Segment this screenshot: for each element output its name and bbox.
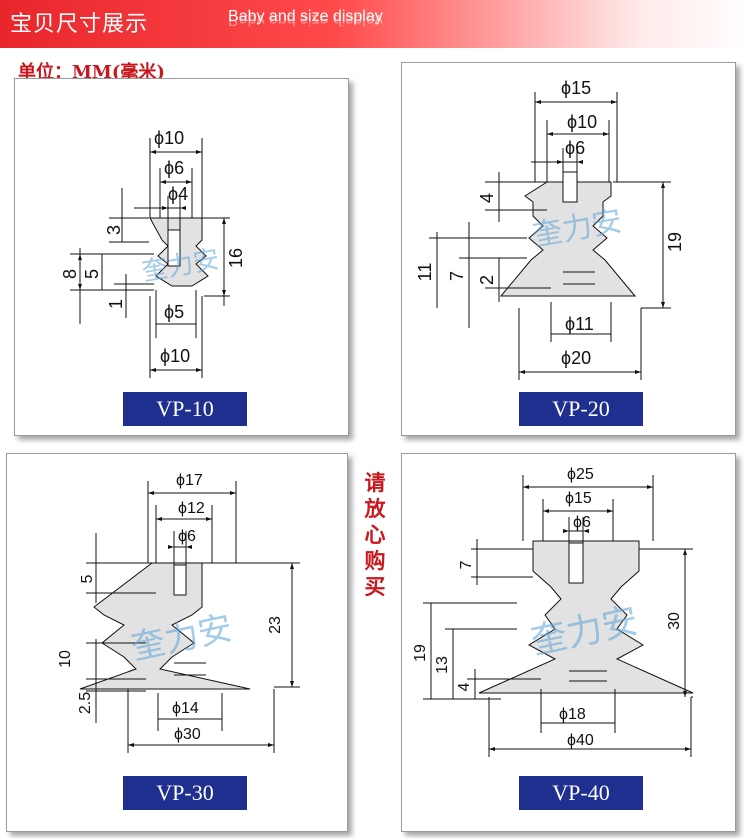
drawing-vp-20: 奎力安 ϕ15 ϕ10 ϕ6 ϕ11 ϕ20 4 19 11 7 2 (415, 78, 685, 380)
model-label-vp-10: VP-10 (123, 392, 247, 426)
dim-h-total: 23 (267, 616, 284, 634)
side-note-buy-with-confidence: 请 放 心 购 买 (362, 470, 388, 600)
model-label-vp-20: VP-20 (519, 392, 643, 426)
dim-h-mid: 5 (82, 269, 102, 279)
dim-d-bot1: ϕ5 (164, 302, 184, 322)
dim-h-small: 2 (477, 275, 497, 285)
dim-h-left: 19 (412, 644, 429, 662)
dim-h-mid: 7 (447, 271, 467, 281)
drawing-vp-10: 奎力安 ϕ10 ϕ6 ϕ4 ϕ5 ϕ10 3 16 8 5 1 (60, 128, 246, 378)
header-title: 宝贝尺寸展示 (10, 12, 149, 37)
drawing-vp-30: 奎力安 ϕ17 ϕ12 ϕ6 ϕ14 ϕ30 5 23 10 2.5 (57, 472, 300, 753)
dim-d-top: ϕ25 (567, 466, 594, 483)
dim-d-mid: ϕ10 (567, 112, 597, 132)
model-label-vp-30: VP-30 (123, 776, 247, 810)
side-note-char: 购 (364, 549, 386, 573)
dim-d-bot1: ϕ11 (565, 314, 594, 334)
dim-d-bot2: ϕ40 (567, 732, 594, 749)
header-subtitle-reflection: Baby and size display (228, 15, 383, 27)
dim-h-total: 16 (226, 248, 246, 268)
dim-h-top: 5 (79, 574, 96, 583)
dim-h-top: 3 (104, 225, 124, 235)
dim-d-in: ϕ6 (573, 514, 591, 531)
dim-d-top: ϕ17 (176, 472, 203, 489)
dim-d-top: ϕ15 (561, 78, 591, 98)
dim-h-top: 7 (458, 560, 475, 569)
side-note-char: 请 (364, 471, 386, 495)
dim-h-left: 11 (415, 263, 435, 282)
side-note-char: 放 (364, 497, 386, 521)
dim-d-bot2: ϕ10 (160, 346, 190, 366)
dim-h-top: 4 (477, 193, 497, 203)
dim-h-small: 1 (106, 299, 126, 309)
header-banner: 宝贝尺寸展示 Baby and size display Baby and si… (0, 0, 750, 48)
dim-d-top: ϕ10 (154, 128, 184, 148)
dim-d-in: ϕ6 (178, 528, 196, 545)
dim-d-mid: ϕ12 (178, 500, 205, 517)
dim-h-total: 19 (665, 232, 685, 252)
unit-label: 单位：MM(毫米) (18, 62, 165, 83)
side-note-char: 买 (364, 575, 386, 599)
side-note-char: 心 (364, 523, 386, 547)
dim-h-small: 4 (456, 682, 473, 691)
header-subtitle: Baby and size display (228, 8, 383, 25)
dim-d-bot2: ϕ20 (561, 348, 591, 368)
dim-d-bot1: ϕ14 (172, 700, 199, 717)
dim-d-in: ϕ4 (168, 184, 188, 204)
dim-d-bot1: ϕ18 (559, 706, 586, 723)
dim-h-left: 8 (60, 269, 80, 279)
dim-d-bot2: ϕ30 (174, 726, 201, 743)
dim-h-small: 2.5 (77, 692, 94, 714)
dim-d-in: ϕ6 (565, 138, 585, 158)
dim-d-mid: ϕ6 (164, 158, 184, 178)
model-label-vp-40: VP-40 (519, 776, 643, 810)
dim-d-mid: ϕ15 (565, 490, 592, 507)
dim-h-total: 30 (666, 612, 683, 630)
watermark-text: 奎力安 (140, 245, 222, 288)
drawing-vp-40: 奎力安 ϕ25 ϕ15 ϕ6 ϕ18 ϕ40 7 30 19 13 4 (412, 466, 694, 757)
dim-h-mid: 13 (434, 656, 451, 674)
dim-h-mid: 10 (57, 650, 74, 668)
